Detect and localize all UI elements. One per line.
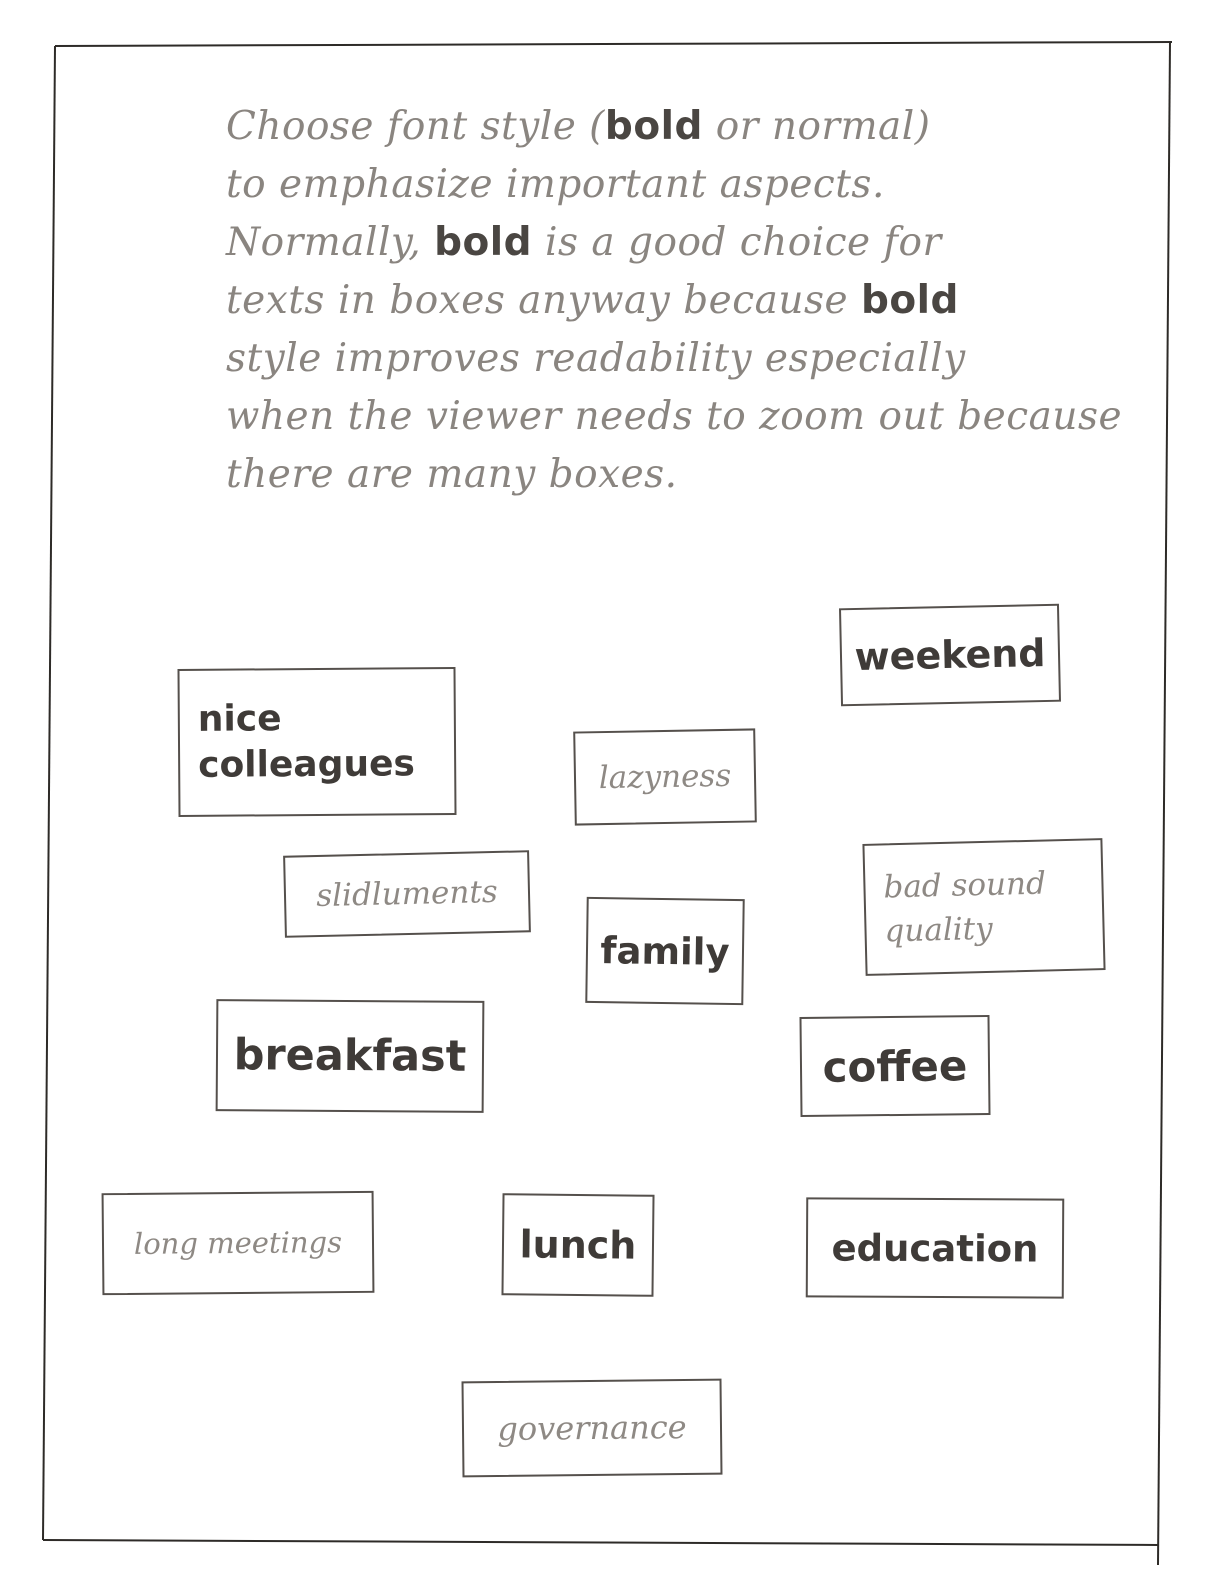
sticky-long-meetings[interactable]: long meetings bbox=[101, 1190, 375, 1296]
sticky-label: slidluments bbox=[315, 873, 499, 915]
sticky-label: governance bbox=[497, 1408, 687, 1448]
sticky-label: breakfast bbox=[233, 1030, 467, 1082]
sticky-label: family bbox=[600, 928, 730, 974]
sticky-weekend[interactable]: weekend bbox=[838, 603, 1062, 707]
instruction-note: Choose font style (bold or normal) to emp… bbox=[226, 98, 1123, 504]
sticky-label: lazyness bbox=[598, 757, 732, 797]
sticky-slidluments[interactable]: slidluments bbox=[283, 850, 531, 938]
sticky-coffee[interactable]: coffee bbox=[799, 1015, 991, 1117]
sticky-lazyness[interactable]: lazyness bbox=[573, 728, 757, 826]
sticky-label: coffee bbox=[822, 1040, 968, 1092]
emphasized-word: bold bbox=[860, 278, 959, 323]
instruction-line: when the viewer needs to zoom out becaus… bbox=[226, 394, 1123, 439]
instruction-line: Choose font style (bold or normal) bbox=[226, 104, 931, 149]
sticky-label: weekend bbox=[854, 631, 1046, 679]
sticky-label: bad sound quality bbox=[883, 865, 1047, 950]
sticky-breakfast[interactable]: breakfast bbox=[215, 999, 485, 1113]
sticky-bad-sound-quality[interactable]: bad sound quality bbox=[862, 838, 1106, 976]
frame-left-line bbox=[42, 45, 56, 1541]
instruction-line: Normally, bold is a good choice for bbox=[226, 220, 942, 265]
frame-right-line bbox=[1157, 41, 1171, 1566]
sticky-label: nice colleagues bbox=[197, 698, 416, 786]
frame-top-line bbox=[54, 41, 1173, 47]
sticky-governance[interactable]: governance bbox=[461, 1378, 723, 1478]
instruction-line: style improves readability especially bbox=[226, 336, 966, 381]
sticky-education[interactable]: education bbox=[805, 1197, 1065, 1299]
frame-bottom-line bbox=[42, 1539, 1159, 1546]
sticky-family[interactable]: family bbox=[585, 896, 745, 1006]
instruction-line: there are many boxes. bbox=[226, 452, 678, 497]
sticky-lunch[interactable]: lunch bbox=[501, 1193, 655, 1297]
sticky-label: education bbox=[831, 1225, 1039, 1271]
instruction-line: texts in boxes anyway because bold bbox=[226, 278, 959, 323]
sticky-nice-colleagues[interactable]: nice colleagues bbox=[177, 667, 457, 817]
sticky-label: long meetings bbox=[133, 1225, 343, 1261]
emphasized-word: bold bbox=[434, 220, 533, 265]
instruction-line: to emphasize important aspects. bbox=[226, 162, 885, 207]
emphasized-word: bold bbox=[604, 104, 703, 149]
sticky-label: lunch bbox=[519, 1222, 637, 1268]
